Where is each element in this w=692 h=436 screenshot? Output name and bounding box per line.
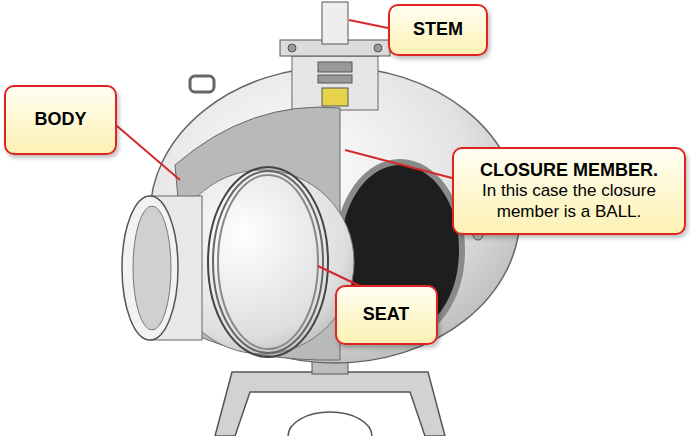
bonnet-neck — [292, 56, 378, 110]
flange-bolt — [374, 44, 382, 52]
closure-member-callout: CLOSURE MEMBER.In this case the closure … — [452, 147, 686, 235]
callout-label: STEM — [413, 19, 463, 41]
leader-line — [318, 266, 360, 286]
seat-ring — [208, 167, 328, 357]
seat-callout: SEAT — [335, 285, 438, 345]
leader-line — [349, 20, 388, 28]
gland-ring — [318, 75, 352, 83]
stem-bearing — [322, 88, 348, 106]
gland-ring — [318, 62, 352, 72]
stem-callout: STEM — [388, 4, 488, 56]
callout-label: SEAT — [363, 304, 410, 326]
stem-shaft — [322, 2, 348, 44]
body-callout: BODY — [4, 85, 117, 155]
flange-bolt — [288, 44, 296, 52]
seat-ring — [218, 175, 318, 349]
callout-label: CLOSURE MEMBER. — [480, 160, 658, 182]
callout-label: BODY — [34, 109, 86, 131]
seat-ring — [213, 171, 323, 353]
leader-line — [117, 126, 180, 180]
inlet-pipe-end — [122, 196, 178, 340]
leader-line — [345, 150, 452, 178]
inlet-pipe-bore — [133, 206, 171, 330]
callout-note: In this case the closure member is a BAL… — [464, 181, 674, 222]
leg-cutout — [288, 412, 372, 436]
lifting-lug — [190, 76, 214, 92]
